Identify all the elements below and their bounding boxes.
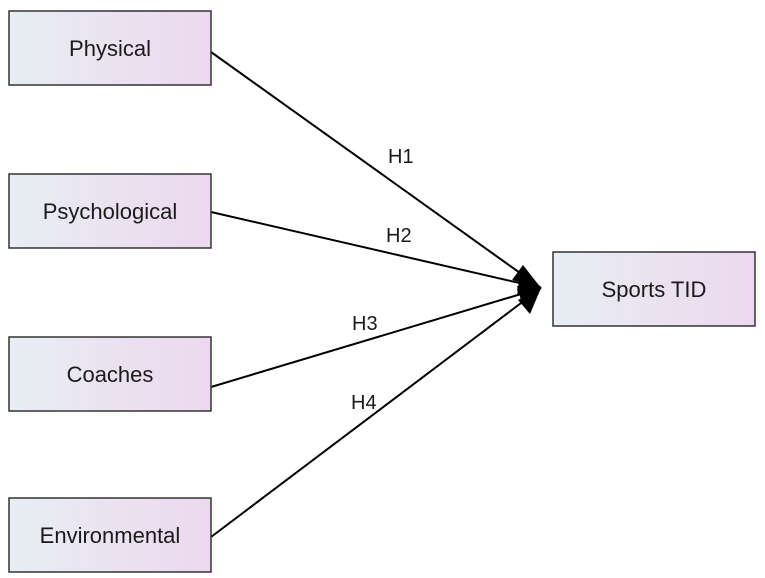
node-psychological-label: Psychological: [43, 199, 178, 224]
node-psychological-box: [8, 173, 212, 249]
edge-h4: [210, 287, 542, 538]
node-psychological: Psychological: [8, 173, 212, 249]
node-physical: Physical: [8, 10, 212, 86]
node-environmental-box: [8, 497, 212, 573]
edge-label-h4: H4: [351, 392, 377, 414]
edge-h1: [210, 51, 542, 289]
node-coaches-box: [8, 336, 212, 412]
node-sports-tid: Sports TID: [552, 251, 756, 327]
arrowheads-group: [512, 265, 541, 314]
node-physical-box: [8, 10, 212, 86]
node-environmental-label: Environmental: [40, 523, 181, 548]
edges-group: H1 H2 H3 H4: [210, 51, 542, 538]
edge-label-h2: H2: [386, 225, 412, 247]
node-physical-label: Physical: [69, 36, 151, 61]
node-environmental: Environmental: [8, 497, 212, 573]
edge-label-h1: H1: [388, 146, 414, 168]
arrowhead-joint: [517, 268, 541, 312]
node-coaches-label: Coaches: [67, 362, 154, 387]
node-sports-tid-box: [552, 251, 756, 327]
edge-label-h3: H3: [352, 313, 378, 335]
edge-h3: [210, 287, 542, 388]
node-sports-tid-label: Sports TID: [602, 277, 707, 302]
edge-h2: [210, 211, 542, 289]
node-coaches: Coaches: [8, 336, 212, 412]
